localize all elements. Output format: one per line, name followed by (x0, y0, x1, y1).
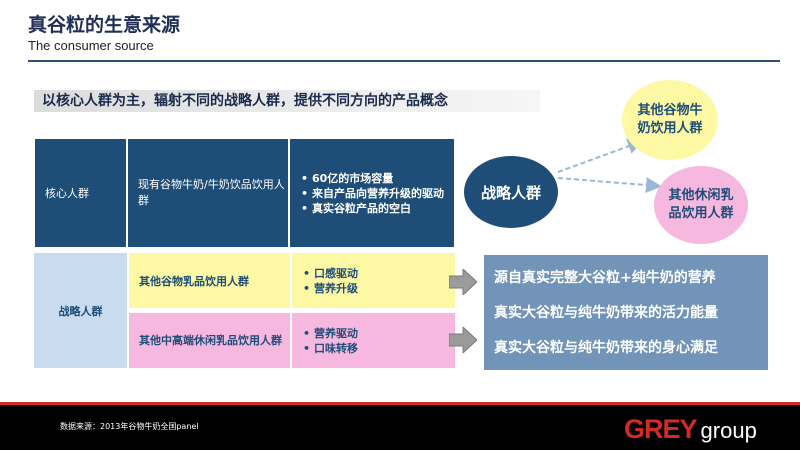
right-arrow-icon (449, 269, 477, 295)
product-concept-item: 真实大谷粒与纯牛奶带来的活力能量 (494, 305, 718, 321)
product-concept-item: 真实大谷粒与纯牛奶带来的身心满足 (494, 340, 718, 356)
core-segment-cell: 现有谷物牛奶/牛奶饮品饮用人群 (127, 138, 289, 248)
footer-bar (0, 402, 800, 450)
core-group-label: 核心人群 (45, 187, 89, 200)
logo-main: GREY (624, 414, 698, 444)
right-arrow-icon (449, 327, 477, 353)
strategic-segment-cell-1: 其他谷物乳品饮用人群 (129, 253, 290, 308)
target-circle-grain: 其他谷物牛奶饮用人群 (622, 80, 718, 160)
page-title: 真谷粒的生意来源 (28, 14, 181, 36)
strategic-drivers-cell-2: 营养驱动 口味转移 (292, 313, 455, 368)
title-divider (28, 60, 780, 62)
core-driver-item: 真实谷粒产品的空白 (301, 201, 444, 216)
target-circle-label: 其他谷物牛奶饮用人群 (637, 103, 703, 136)
target-circle-leisure: 其他休闲乳品饮用人群 (654, 166, 748, 244)
strategic-drivers-list: 营养驱动 口味转移 (300, 326, 358, 356)
strategic-group-cell: 战略人群 (34, 253, 127, 368)
core-segment-label: 现有谷物牛奶/牛奶饮品饮用人群 (138, 178, 285, 207)
target-circle-label: 其他休闲乳品饮用人群 (668, 188, 734, 221)
strategic-drivers-list: 口感驱动 营养升级 (300, 266, 358, 296)
dashed-connector-arrows (557, 138, 662, 194)
strategic-group-circle: 战略人群 (464, 156, 558, 228)
strategic-driver-item: 口感驱动 (303, 266, 358, 281)
logo-suffix: group (700, 418, 757, 443)
product-concept-item: 源自真实完整大谷粒+纯牛奶的营养 (494, 270, 716, 286)
strategic-driver-item: 营养升级 (303, 281, 358, 296)
strategic-segment-label: 其他中高端休闲乳品饮用人群 (139, 333, 282, 347)
strategic-group-circle-label: 战略人群 (480, 183, 541, 202)
core-driver-item: 60亿的市场容量 (301, 171, 444, 186)
strategic-segment-cell-2: 其他中高端休闲乳品饮用人群 (129, 313, 290, 368)
strategic-driver-item: 营养驱动 (303, 326, 358, 341)
core-drivers-list: 60亿的市场容量 来自产品向营养升级的驱动 真实谷粒产品的空白 (298, 171, 444, 216)
product-concepts-box: 源自真实完整大谷粒+纯牛奶的营养 真实大谷粒与纯牛奶带来的活力能量 真实大谷粒与… (484, 255, 768, 370)
core-driver-item: 来自产品向营养升级的驱动 (301, 186, 444, 201)
page-subtitle: The consumer source (28, 38, 154, 53)
core-drivers-cell: 60亿的市场容量 来自产品向营养升级的驱动 真实谷粒产品的空白 (289, 138, 455, 248)
strategic-driver-item: 口味转移 (303, 341, 358, 356)
core-group-cell: 核心人群 (34, 138, 127, 248)
footer-accent-line (0, 402, 800, 405)
strategic-segment-label: 其他谷物乳品饮用人群 (139, 274, 249, 288)
key-message-banner: 以核心人群为主，辐射不同的战略人群，提供不同方向的产品概念 (34, 90, 540, 112)
data-source-note: 数据来源：2013年谷物牛奶全国panel (60, 422, 199, 431)
strategic-group-label: 战略人群 (58, 304, 103, 318)
strategic-drivers-cell-1: 口感驱动 营养升级 (292, 253, 455, 308)
